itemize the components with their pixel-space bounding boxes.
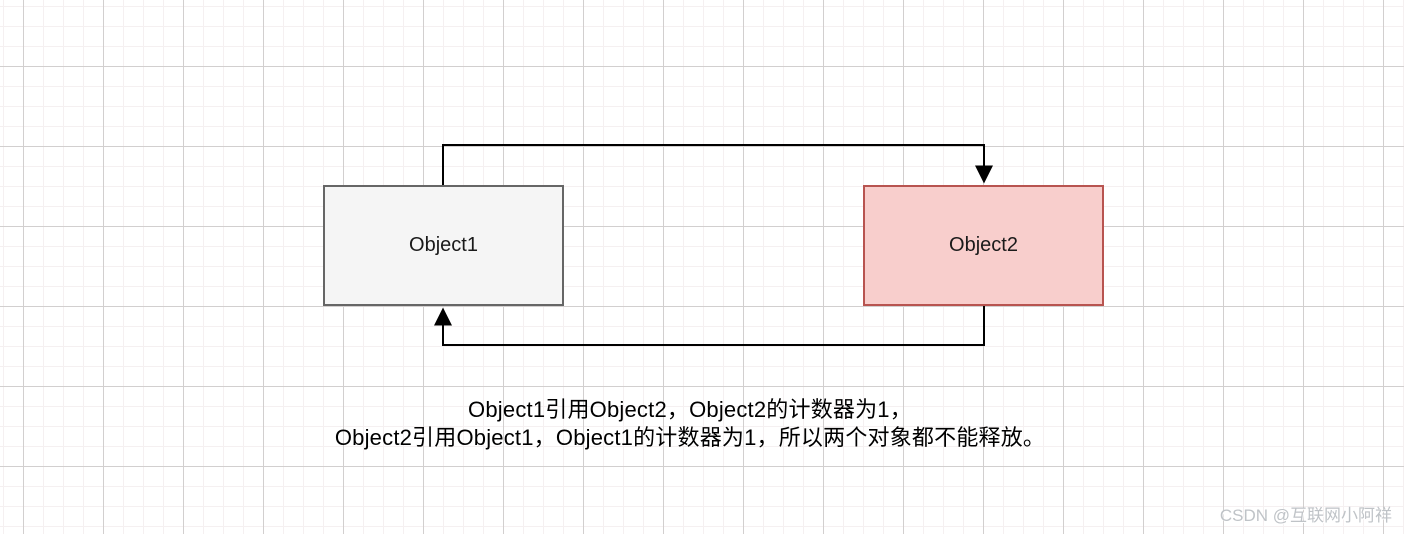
caption-line-1: Object1引用Object2，Object2的计数器为1， <box>468 397 912 422</box>
watermark: CSDN @互联网小阿祥 <box>1219 506 1392 525</box>
arrow-object1-to-object2 <box>442 144 993 185</box>
caption: Object1引用Object2，Object2的计数器为1， Object2引… <box>0 396 1380 452</box>
object2-node: Object2 <box>863 185 1104 306</box>
arrow-object2-to-object1 <box>434 306 985 346</box>
object1-label: Object1 <box>409 234 478 256</box>
object2-label: Object2 <box>949 234 1018 256</box>
caption-line-2: Object2引用Object1，Object1的计数器为1，所以两个对象都不能… <box>334 425 1046 450</box>
object1-node: Object1 <box>323 185 564 306</box>
